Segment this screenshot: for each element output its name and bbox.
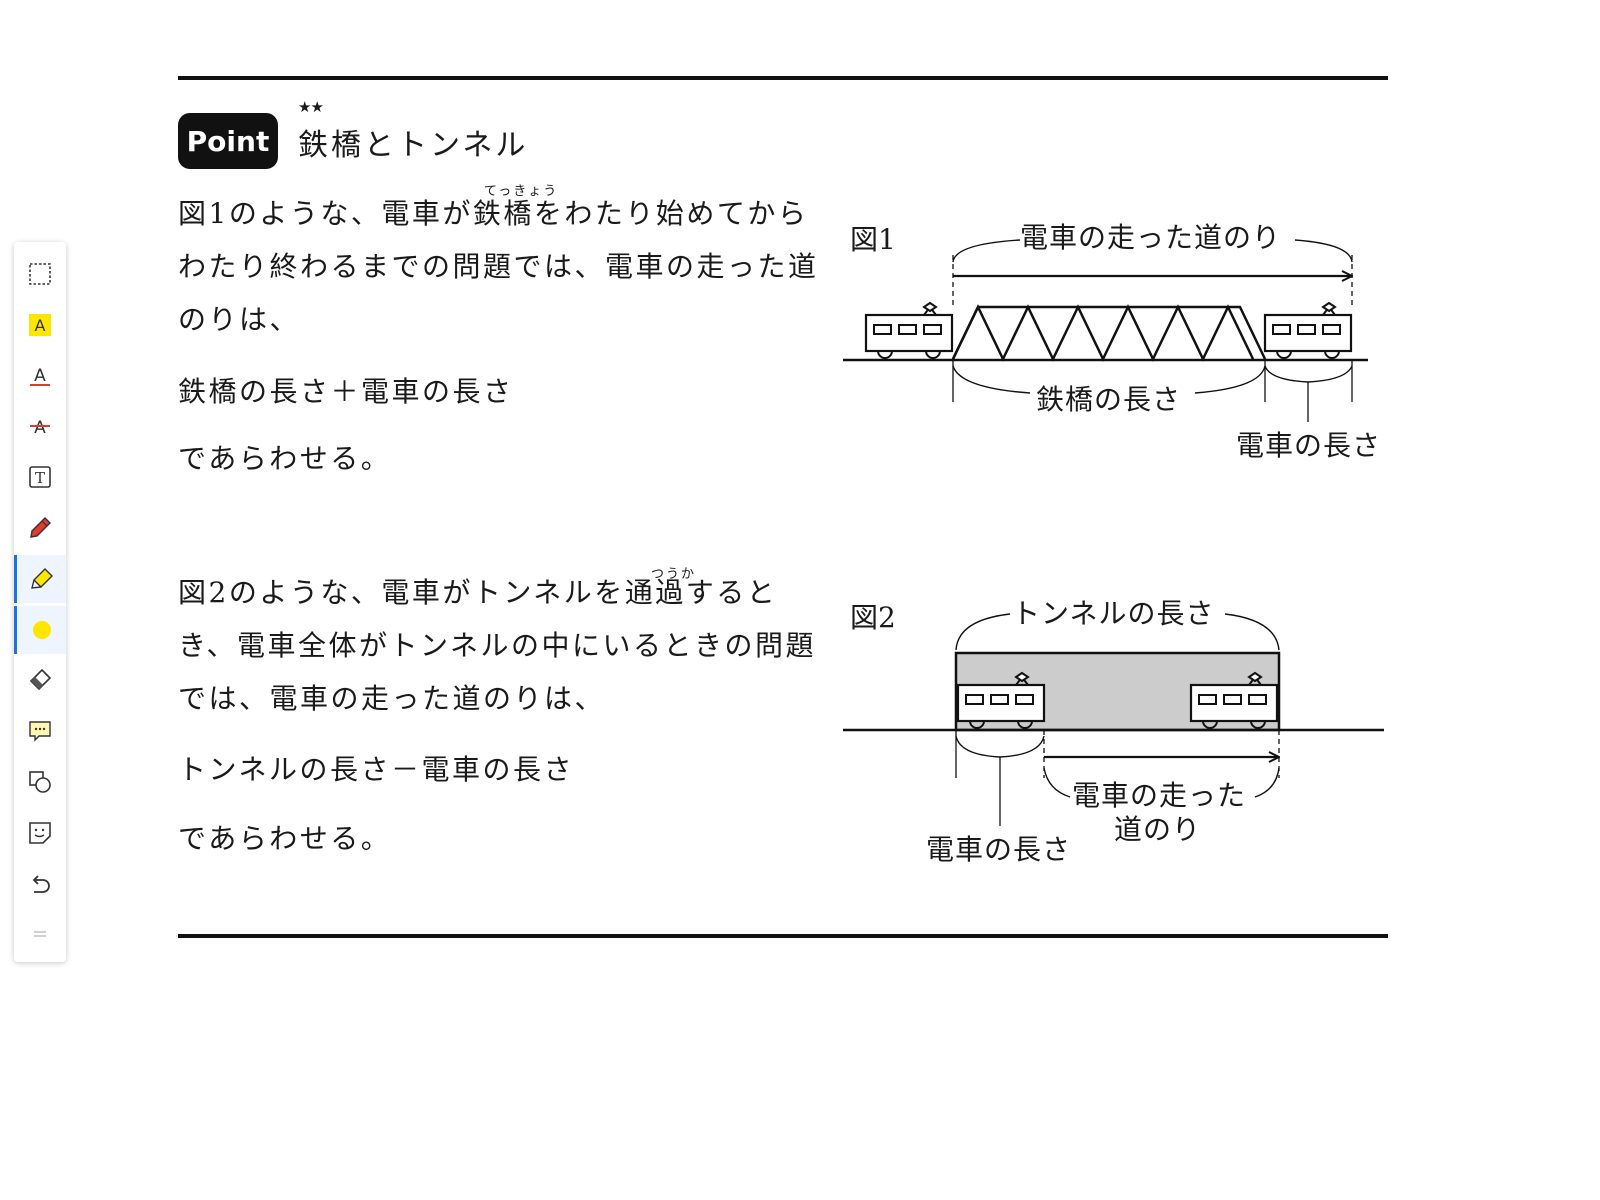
color-swatch-icon: [32, 621, 51, 639]
fig1-train-label: 電車の長さ: [1236, 429, 1382, 462]
highlight-text-tool[interactable]: A: [14, 301, 66, 349]
select-rect-tool[interactable]: [14, 250, 66, 298]
underline-text-tool[interactable]: A: [14, 352, 66, 400]
annotation-toolbar: A A A T: [14, 242, 66, 962]
pen-tool[interactable]: [14, 504, 66, 552]
bottom-rule: [178, 934, 1388, 938]
section1-formula: 鉄橋の長さ＋電車の長さ: [178, 375, 514, 408]
top-rule: [178, 76, 1388, 80]
shapes-tool[interactable]: [14, 758, 66, 806]
bridge-truss: [951, 304, 1267, 362]
select-rect-icon: [29, 263, 51, 285]
comment-tool[interactable]: [14, 707, 66, 755]
section1-text: 図1のような、電車が鉄橋をわたり始めてからわたり終わるまでの問題では、電車の走っ…: [178, 197, 819, 336]
figure2-label: 図2: [850, 601, 896, 634]
fig1-train-end: [1263, 301, 1353, 360]
fig2-train-label: 電車の長さ: [926, 833, 1072, 866]
section2-formula: トンネルの長さ－電車の長さ: [178, 753, 574, 786]
figure1-label: 図1: [850, 223, 896, 256]
color-swatch-tool[interactable]: [14, 606, 66, 654]
strikethrough-text-tool[interactable]: A: [14, 402, 66, 450]
section2-conclusion: であらわせる。: [178, 822, 392, 855]
pen-icon: [30, 517, 51, 538]
fig2-distance-label-1: 電車の走った: [1072, 779, 1247, 812]
ruby-tsuuka: つうか: [651, 567, 697, 582]
drag-handle[interactable]: [14, 910, 66, 958]
highlight-text-icon: A: [29, 314, 51, 336]
fig1-distance-label: 電車の走った道のり: [1020, 221, 1282, 254]
highlighter-icon: [30, 568, 53, 589]
svg-text:A: A: [34, 418, 46, 438]
svg-text:A: A: [34, 366, 46, 386]
shapes-icon: [29, 771, 51, 793]
fig1-bridge-label: 鉄橋の長さ: [1036, 383, 1182, 416]
drag-handle-icon: [34, 931, 46, 937]
ruby-tekkyou: てっきょう: [484, 184, 559, 199]
fig2-tunnel-label: トンネルの長さ: [1012, 597, 1215, 630]
underline-text-icon: A: [30, 366, 50, 386]
sticker-tool[interactable]: [14, 809, 66, 857]
section2-text: 図2のような、電車がトンネルを通過するとき、電車全体がトンネルの中にいるときの問…: [178, 576, 816, 715]
difficulty-stars: ★★: [298, 98, 324, 116]
eraser-icon: [29, 668, 52, 691]
figure1-diagram: [843, 239, 1368, 422]
section1-conclusion: であらわせる。: [178, 442, 392, 475]
comment-icon: [29, 721, 51, 742]
text-box-icon: T: [29, 466, 51, 488]
figure2-diagram: [843, 613, 1384, 826]
undo-tool[interactable]: [14, 860, 66, 908]
section-title: 鉄橋とトンネル: [298, 128, 529, 163]
sticker-icon: [29, 822, 51, 844]
eraser-tool[interactable]: [14, 656, 66, 704]
fig2-distance-label-2: 道のり: [1114, 813, 1202, 846]
fig1-train-start: [864, 301, 954, 360]
undo-icon: [32, 875, 50, 893]
svg-text:T: T: [35, 469, 45, 487]
point-badge: Point: [178, 113, 278, 169]
highlighter-tool[interactable]: [14, 555, 66, 603]
svg-text:A: A: [35, 316, 46, 335]
text-box-tool[interactable]: T: [14, 453, 66, 501]
strikethrough-text-icon: A: [30, 418, 50, 438]
